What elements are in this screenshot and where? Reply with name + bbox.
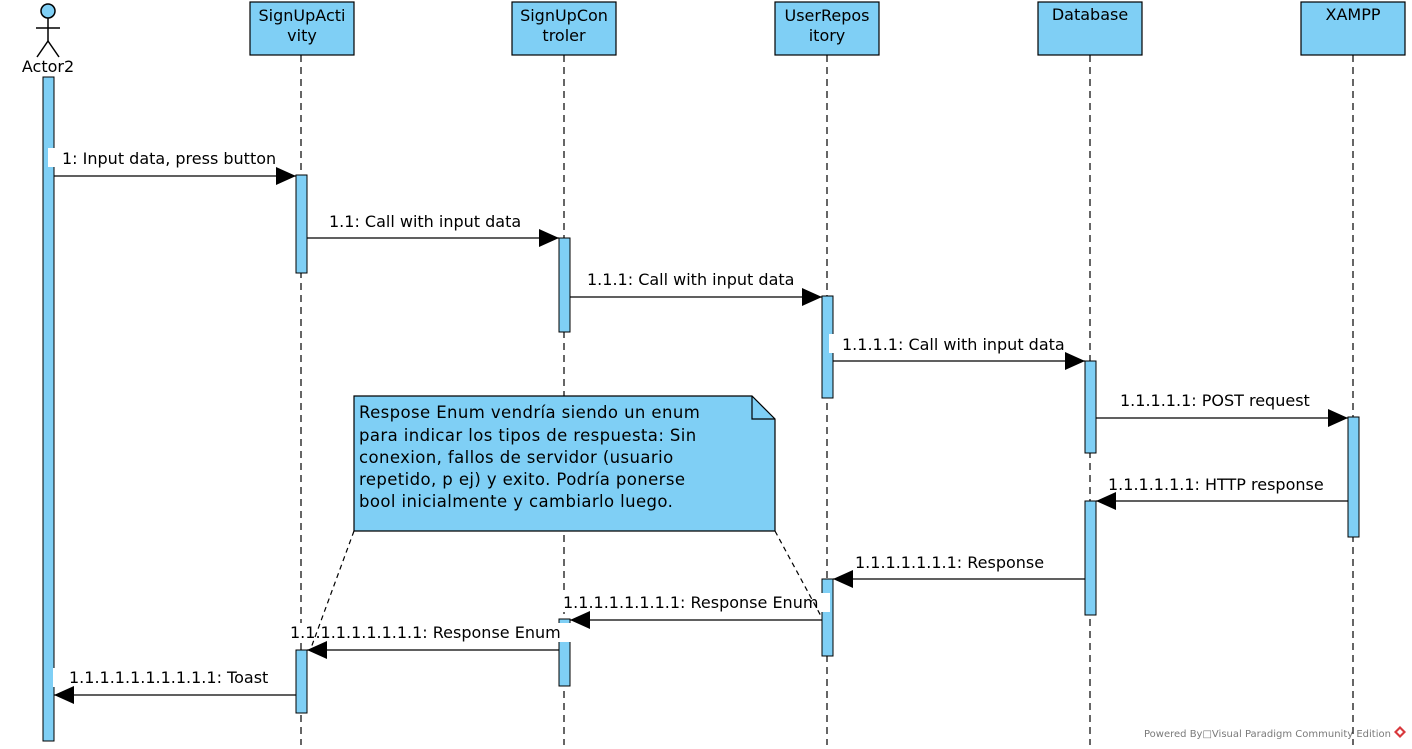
note-line: conexion, fallos de servidor (usuario — [359, 448, 674, 467]
activation-xampp-1 — [1347, 416, 1360, 538]
note-line: repetido, p ej) y exito. Podría ponerse — [359, 470, 685, 489]
lifeline-signup-activity[interactable]: SignUpActi vity — [249, 1, 355, 56]
lifeline-label-line: SignUpActi — [259, 6, 346, 25]
lifeline-label-line: Database — [1052, 5, 1128, 24]
activation-user-repository-2 — [821, 578, 834, 657]
lifeline-dashes — [300, 55, 1354, 745]
note-connectors — [310, 530, 823, 649]
message-label: 1.1.1.1.1.1.1.1: Response Enum — [563, 593, 818, 612]
message-label: 1.1: Call with input data — [329, 212, 521, 231]
message-response[interactable]: 1.1.1.1.1.1.1: Response — [833, 553, 1085, 588]
lifeline-label-line: itory — [809, 26, 846, 45]
note-dogear — [751, 396, 775, 420]
lifeline-box — [774, 1, 880, 56]
lifeline-label-line: XAMPP — [1325, 5, 1380, 24]
lifeline-box — [1037, 1, 1143, 56]
activation-signup-activity-1 — [295, 174, 308, 274]
footer-watermark: Powered By□Visual Paradigm Community Edi… — [1144, 726, 1406, 740]
message-http-response[interactable]: 1.1.1.1.1.1: HTTP response — [1096, 475, 1348, 510]
message-label: 1.1.1.1.1.1: HTTP response — [1108, 475, 1324, 494]
message-1-1-1[interactable]: 1.1.1: Call with input data — [570, 270, 822, 306]
actor-actor2[interactable]: Actor2 — [22, 3, 74, 76]
message-label-bg — [829, 334, 837, 353]
message-1-1[interactable]: 1.1: Call with input data — [307, 212, 559, 247]
activation-signup-activity-2 — [295, 649, 308, 714]
lifeline-box — [249, 1, 355, 56]
message-label: 1: Input data, press button — [62, 149, 276, 168]
note-line: bool inicialmente y cambiarlo luego. — [359, 492, 673, 511]
message-post-request[interactable]: 1.1.1.1.1: POST request — [1096, 391, 1348, 427]
message-label-bg — [53, 668, 61, 687]
lifeline-label-line: SignUpCon — [520, 6, 608, 25]
message-label: 1.1.1.1.1.1.1.1.1.1: Toast — [69, 668, 268, 687]
message-1-1-1-1[interactable]: 1.1.1.1: Call with input data — [829, 334, 1085, 370]
note-line: para indicar los tipos de respuesta: Sin — [359, 426, 697, 445]
message-toast[interactable]: 1.1.1.1.1.1.1.1.1.1: Toast — [53, 668, 296, 704]
message-1[interactable]: 1: Input data, press button — [48, 148, 296, 185]
lifeline-user-repository[interactable]: UserRepos itory — [774, 1, 880, 56]
message-label: 1.1.1: Call with input data — [587, 270, 794, 289]
actor-name: Actor2 — [22, 57, 74, 76]
lifeline-label-line: UserRepos — [785, 6, 870, 25]
activation-database-2 — [1084, 500, 1097, 616]
message-label: 1.1.1.1.1.1.1: Response — [855, 553, 1044, 572]
activation-signup-controler-2 — [558, 618, 571, 687]
message-label-bg — [48, 148, 56, 167]
lifeline-box — [1300, 1, 1406, 56]
message-label-bg — [562, 593, 830, 612]
message-label: 1.1.1.1.1: POST request — [1120, 391, 1310, 410]
lifeline-signup-controler[interactable]: SignUpCon troler — [511, 1, 617, 56]
note-response-enum[interactable]: Respose Enum vendría siendo un enum para… — [310, 395, 823, 649]
message-response-enum-1[interactable]: 1.1.1.1.1.1.1.1: Response Enum — [562, 593, 830, 629]
message-response-enum-2[interactable]: 1.1.1.1.1.1.1.1.1: Response Enum — [289, 623, 571, 659]
activation-bars — [295, 174, 1360, 714]
message-label: 1.1.1.1.1.1.1.1.1: Response Enum — [290, 623, 561, 642]
actor-figure-icon — [36, 3, 60, 58]
lifeline-box — [511, 1, 617, 56]
footer-text: Powered By□Visual Paradigm Community Edi… — [1144, 729, 1391, 740]
note-line: Respose Enum vendría siendo un enum — [359, 403, 700, 422]
lifeline-database[interactable]: Database — [1037, 1, 1143, 56]
lifeline-xampp[interactable]: XAMPP — [1300, 1, 1406, 56]
note-body — [353, 395, 776, 532]
activation-signup-controler-1 — [558, 237, 571, 333]
message-label-bg — [289, 623, 571, 642]
visual-paradigm-logo-icon — [1394, 726, 1406, 738]
actor-activation-bar — [42, 76, 55, 742]
lifeline-label-line: vity — [287, 26, 317, 45]
message-label: 1.1.1.1: Call with input data — [842, 335, 1065, 354]
activation-database-1 — [1084, 360, 1097, 454]
lifeline-label-line: troler — [542, 26, 586, 45]
